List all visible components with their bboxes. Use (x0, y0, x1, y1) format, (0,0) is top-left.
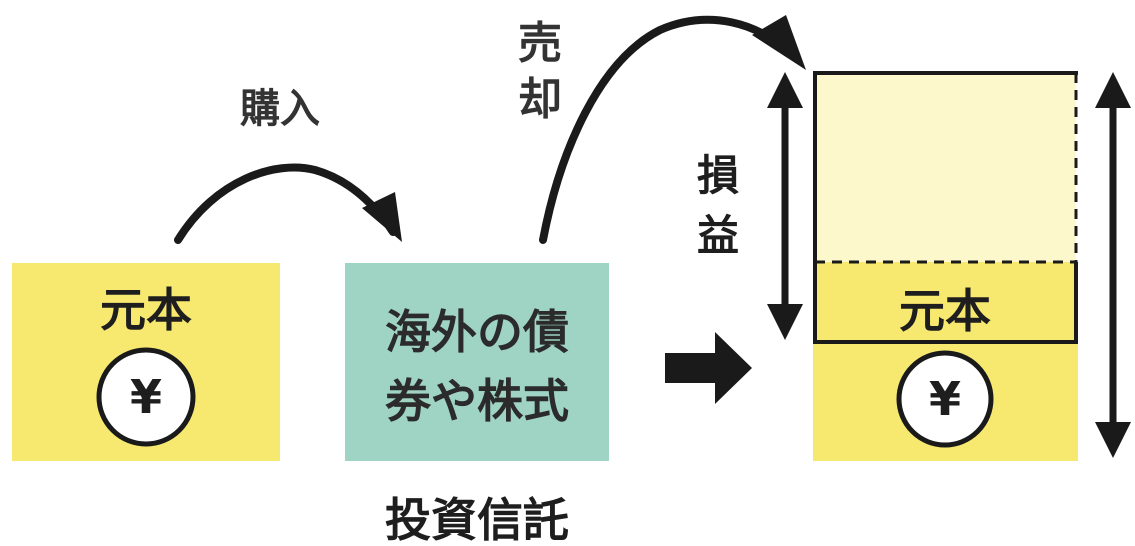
fund-box-line2: 券や株式 (385, 374, 569, 428)
gain-area (815, 74, 1076, 262)
investment-trust-caption: 投資信託 (385, 493, 569, 546)
fund-box (345, 263, 609, 461)
sale-arrow-icon (539, 15, 789, 244)
gain-loss-label-line2: 益 (697, 211, 739, 260)
yen-symbol-left: ¥ (130, 370, 162, 424)
total-arrowhead-bottom-icon (1095, 422, 1131, 458)
total-arrowhead-top-icon (1095, 72, 1131, 108)
principal-label-left: 元本 (100, 283, 192, 337)
sale-label-line1: 売 (518, 18, 562, 69)
purchase-arrowhead-icon (362, 192, 402, 242)
purchase-arrow-icon (174, 163, 397, 244)
yen-coin-right-icon (896, 350, 994, 448)
sale-label-line2: 却 (518, 74, 562, 125)
gain-loss-arrowhead-top-icon (767, 72, 803, 108)
purchase-label: 購入 (240, 86, 320, 132)
principal-label-right: 元本 (899, 284, 991, 338)
gain-loss-arrowhead-bottom-icon (767, 304, 803, 340)
result-arrow-icon (665, 332, 752, 404)
fund-box-line1: 海外の債 (385, 305, 569, 359)
sale-arrowhead-icon (752, 15, 806, 70)
yen-symbol-right: ¥ (929, 372, 961, 426)
yen-coin-left-icon (96, 347, 196, 447)
gain-loss-label-line1: 損 (697, 151, 739, 200)
